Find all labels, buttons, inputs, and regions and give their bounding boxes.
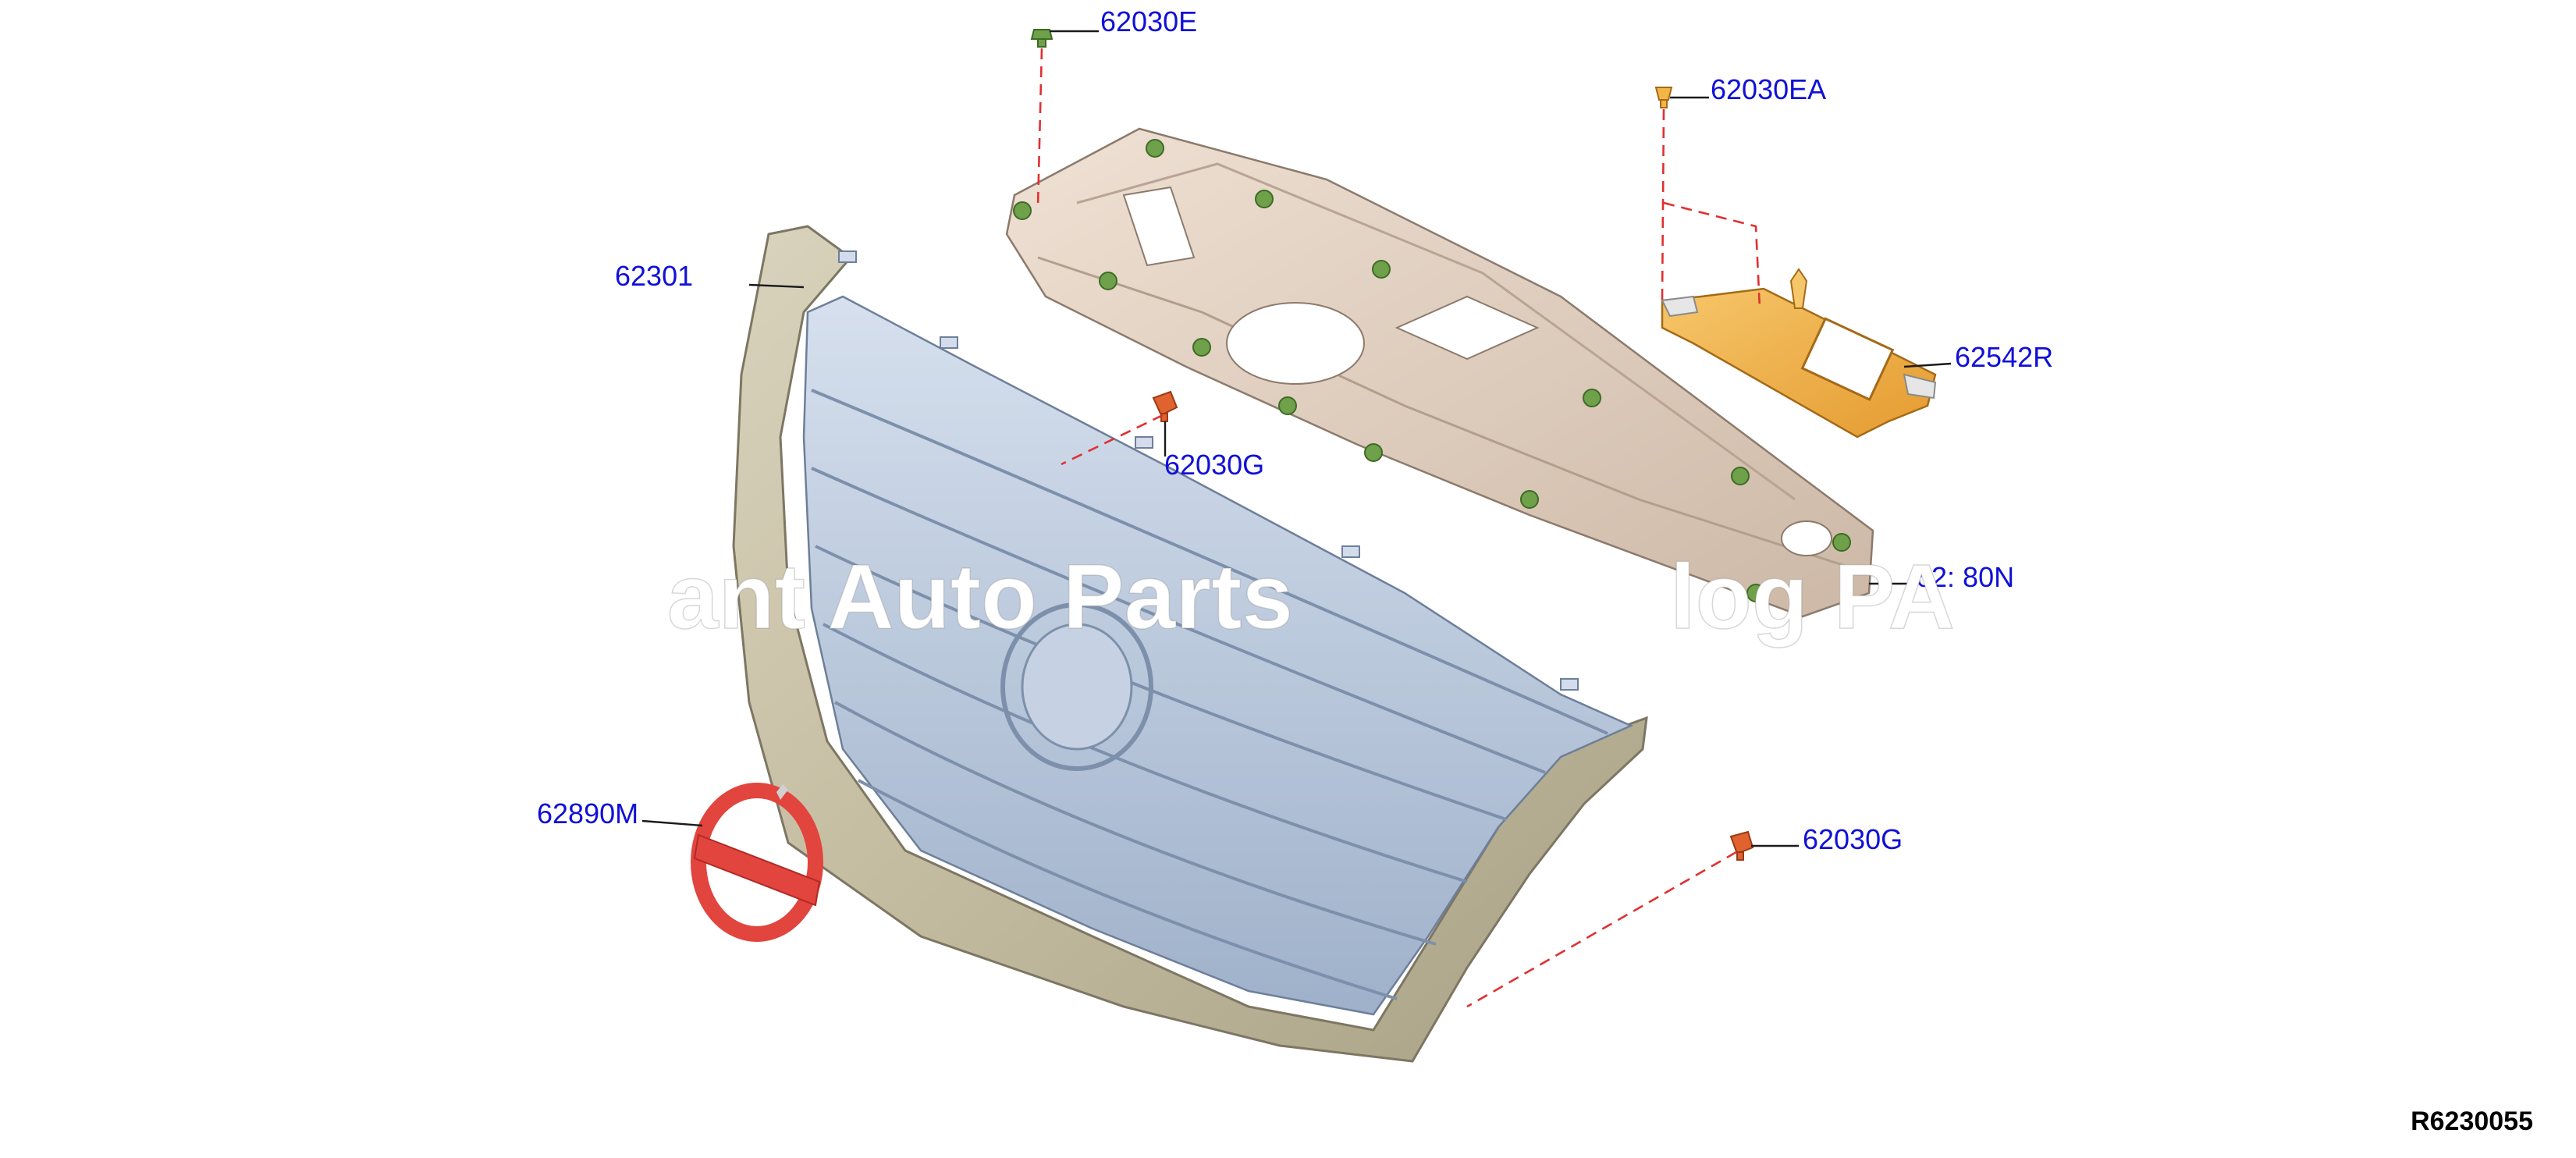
watermark-text: ant Auto Parts <box>667 545 1293 648</box>
assembly-lines <box>1036 48 1761 1008</box>
callout-62-80n: 62: 80N <box>1916 561 2014 593</box>
callout-62890m: 62890M <box>537 797 638 829</box>
front-emblem <box>691 783 823 942</box>
callout-62030g-lower: 62030G <box>1803 823 1903 855</box>
callout-62030ea: 62030EA <box>1711 73 1826 105</box>
callout-labels: 62030E 62030EA 62301 62542R 62030G 62: 8… <box>537 5 2053 855</box>
upper-cover-panel <box>1005 127 1874 618</box>
clip-62030e-icon <box>1030 29 1053 48</box>
callout-62542r: 62542R <box>1955 341 2053 373</box>
figure-id: R6230055 <box>2411 1106 2533 1136</box>
watermark-text-tail: log PA <box>1670 545 1955 648</box>
clip-62030g-lower-icon <box>1729 830 1754 861</box>
front-grille <box>732 225 1648 1063</box>
clip-62030ea-icon <box>1654 87 1673 108</box>
callout-62030e: 62030E <box>1100 5 1197 37</box>
callout-62030g-upper: 62030G <box>1164 449 1264 481</box>
watermark: ant Auto Parts log PA <box>666 545 1955 649</box>
callout-62301: 62301 <box>615 260 693 292</box>
leader-lines <box>641 30 1952 847</box>
lock-support-bracket <box>1661 268 1937 439</box>
clip-62030g-upper-icon <box>1152 390 1178 422</box>
panel-clips <box>1013 139 1851 602</box>
